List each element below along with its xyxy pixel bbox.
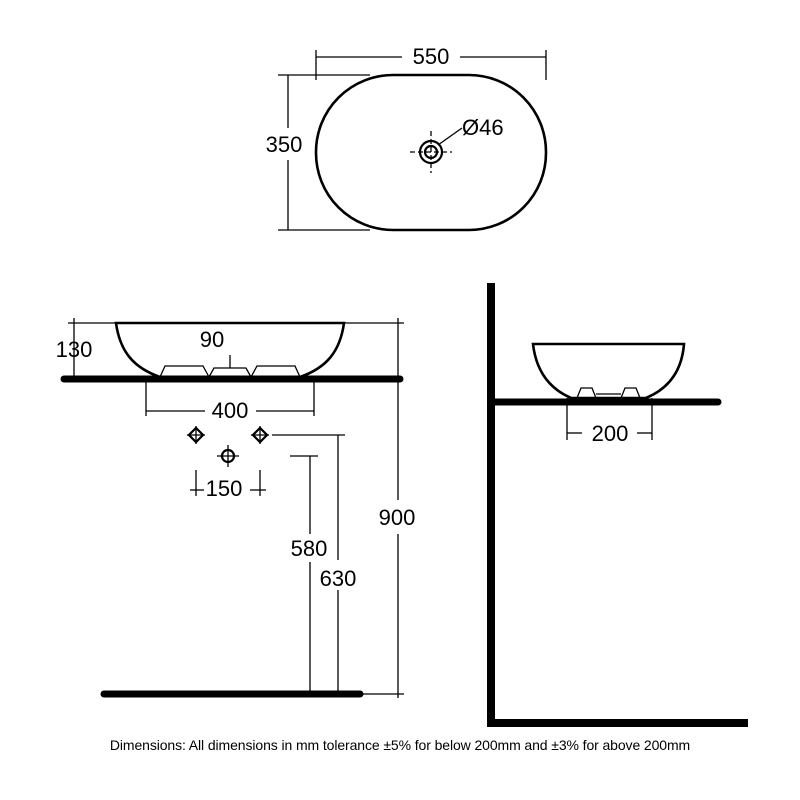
fixing-pitch-dimension xyxy=(190,470,266,496)
basin-base-detail xyxy=(159,355,301,378)
basin-profile-side xyxy=(531,342,686,400)
side-fixing-dimension xyxy=(566,398,653,440)
waste-outlet xyxy=(410,127,463,173)
height-dimension xyxy=(68,318,116,379)
side-fixing-span-label: 200 xyxy=(592,421,629,446)
fixing-hole-icon xyxy=(251,426,269,444)
basin-profile-front xyxy=(114,321,346,379)
plan-view: 550 350 Ø46 xyxy=(266,44,548,232)
waste-height-label: 580 xyxy=(291,536,328,561)
waste-depth-label: 90 xyxy=(200,327,224,352)
wall-and-floor xyxy=(487,283,748,727)
plan-width-label: 550 xyxy=(413,44,450,69)
front-view: 130 90 400 150 580 630 900 xyxy=(56,318,416,698)
fixing-span-label: 400 xyxy=(212,398,249,423)
fixing-height-label: 630 xyxy=(320,566,357,591)
side-base-detail xyxy=(576,387,641,399)
height-label: 130 xyxy=(56,337,93,362)
tolerance-note: Dimensions: All dimensions in mm toleran… xyxy=(109,737,691,753)
side-view: 200 xyxy=(487,283,748,727)
fixing-height-dimension xyxy=(272,434,345,694)
fixing-span-dimension xyxy=(145,379,315,416)
waste-diameter-label: Ø46 xyxy=(462,115,504,140)
fixing-pitch-label: 150 xyxy=(206,476,243,501)
counter-height-label: 900 xyxy=(379,505,416,530)
plan-depth-label: 350 xyxy=(266,132,303,157)
waste-height-dimension xyxy=(290,455,318,694)
fixing-holes xyxy=(187,426,269,467)
counter-height-dimension xyxy=(344,318,404,698)
plan-depth-dimension xyxy=(278,74,370,231)
waste-hole-icon xyxy=(217,445,239,467)
fixing-hole-icon xyxy=(187,426,205,444)
